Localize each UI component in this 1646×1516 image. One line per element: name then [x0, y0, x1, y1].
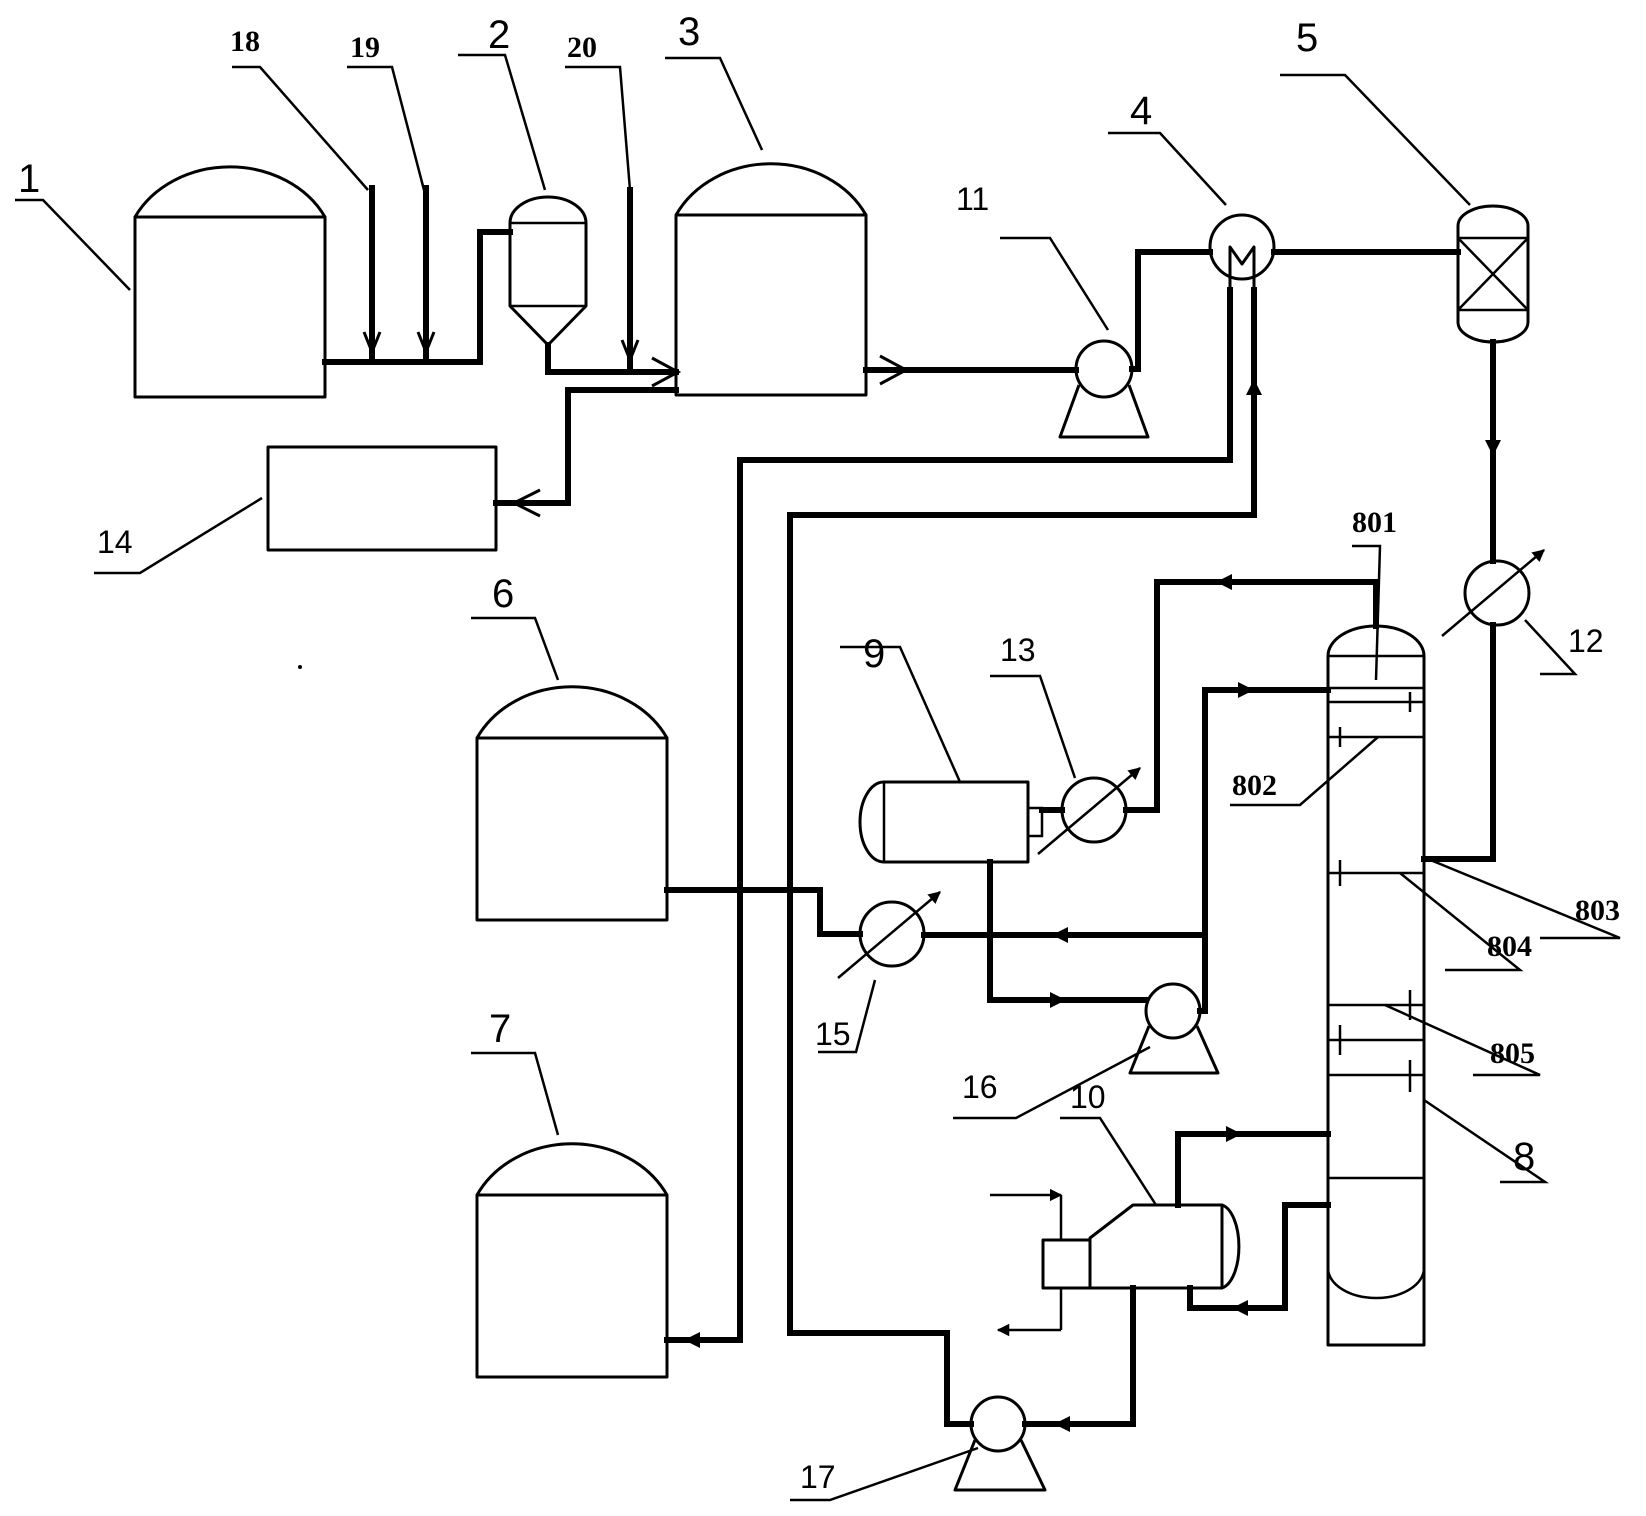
pipelines: [322, 185, 1496, 1427]
label-805: 805: [1490, 1037, 1535, 1070]
label-1: 1: [18, 157, 40, 201]
label-5: 5: [1296, 16, 1318, 60]
label-18: 18: [230, 25, 260, 58]
pump-11: [1058, 339, 1150, 439]
pump-17: [953, 1395, 1047, 1492]
label-8: 8: [1513, 1135, 1535, 1179]
unit-14: [266, 445, 498, 552]
label-10: 10: [1070, 1079, 1106, 1115]
reflux-drum-9: [858, 780, 1044, 864]
flow-arrows: [362, 331, 1501, 1432]
label-9: 9: [863, 632, 885, 676]
storage-tank-1: [133, 165, 327, 399]
label-17: 17: [800, 1459, 836, 1495]
label-16: 16: [962, 1069, 998, 1105]
stray-dot: [298, 665, 302, 669]
label-14: 14: [97, 524, 133, 560]
leader-lines: [15, 53, 1621, 1502]
label-12: 12: [1568, 623, 1604, 659]
heat-exchanger-4: [1208, 213, 1276, 290]
label-15: 15: [815, 1016, 851, 1052]
cooler-12: [1441, 549, 1545, 637]
equipment-labels: 1 2 3 4 5 6 7 8 9 10 11 12 13 14 15 16 1…: [18, 10, 1620, 1495]
label-804: 804: [1487, 930, 1532, 963]
label-802: 802: [1232, 769, 1277, 802]
label-13: 13: [1000, 632, 1036, 668]
conical-vessel-2: [508, 195, 588, 347]
storage-tank-3: [674, 162, 868, 397]
fixed-bed-reactor-5: [1456, 204, 1530, 344]
storage-tank-6: [475, 685, 669, 922]
label-801: 801: [1352, 506, 1397, 539]
label-6: 6: [492, 572, 514, 616]
distillation-column-8: [1326, 624, 1426, 1347]
label-20: 20: [567, 31, 597, 64]
storage-tank-7: [475, 1142, 669, 1379]
label-3: 3: [678, 10, 700, 54]
reboiler-10: [990, 1188, 1241, 1337]
label-19: 19: [350, 31, 380, 64]
label-803: 803: [1575, 894, 1620, 927]
label-2: 2: [488, 13, 510, 57]
label-11: 11: [956, 181, 989, 217]
label-7: 7: [489, 1007, 511, 1051]
label-4: 4: [1130, 89, 1152, 133]
